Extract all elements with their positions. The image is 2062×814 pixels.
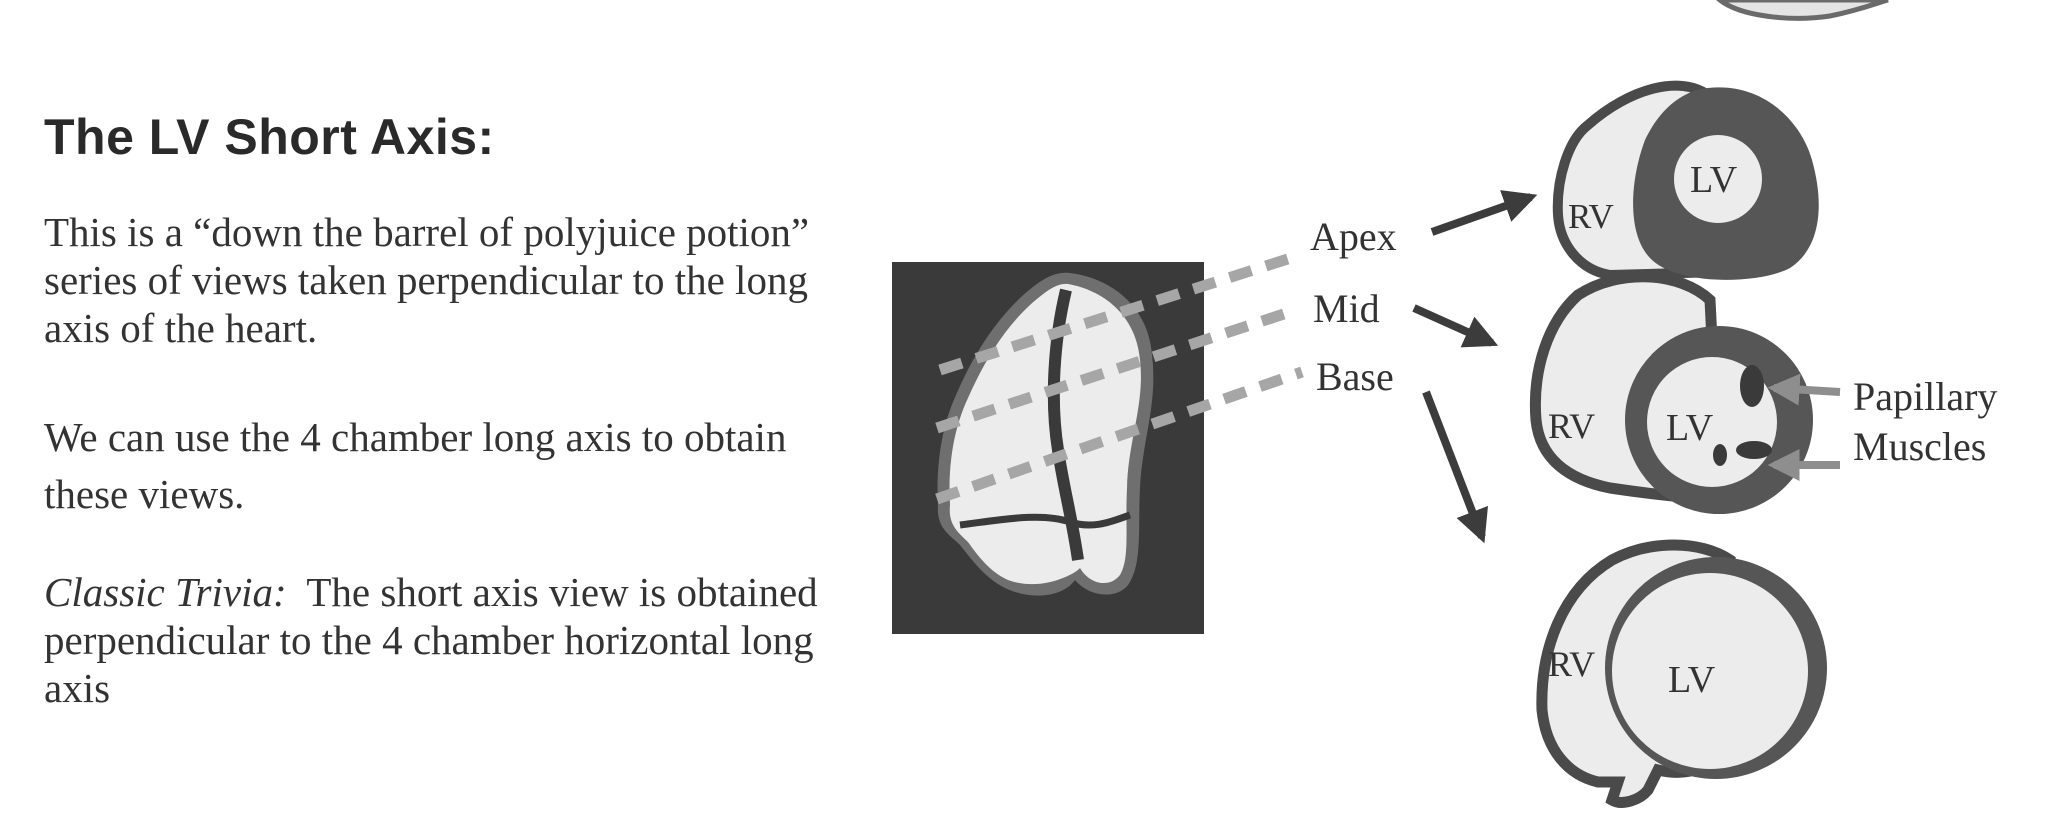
trivia-text: The short axis view is obtained perpendi…	[44, 569, 818, 711]
apex-lv-label: LV	[1690, 159, 1738, 201]
method-paragraph: We can use the 4 chamber long axis to ob…	[44, 414, 787, 517]
slice-line-apex	[938, 251, 1296, 376]
papillary-label-line2: Muscles	[1853, 424, 1986, 469]
level-arrows	[1412, 190, 1538, 544]
mid-rv-label: RV	[1548, 406, 1595, 446]
slice-line-mid	[935, 304, 1298, 434]
papillary-pointers	[1767, 373, 1841, 481]
trivia-label: Classic Trivia:	[44, 569, 287, 615]
apex-rv-label: RV	[1568, 197, 1614, 236]
pointer-papillary-1	[1767, 373, 1841, 406]
arrow-apex	[1430, 190, 1538, 236]
apex-slice: RV LV	[1552, 80, 1819, 281]
valve-plane	[959, 511, 1132, 529]
partial-shape-top	[1715, 0, 1889, 21]
mid-slice: RV LV	[1529, 271, 1813, 514]
base-lv-cavity	[1612, 573, 1808, 769]
label-mid: Mid	[1313, 286, 1380, 331]
arrow-base	[1422, 390, 1488, 544]
papillary-muscle-2	[1736, 441, 1772, 459]
slice-lines	[935, 251, 1304, 505]
trivia-paragraph: Classic Trivia: The short axis view is o…	[44, 568, 844, 712]
heart-chambers	[949, 283, 1141, 585]
papillary-label-line1: Papillary	[1853, 374, 1997, 419]
base-slice: RV LV	[1536, 539, 1827, 808]
base-lv-label: LV	[1668, 659, 1716, 701]
papillary-muscle-1	[1740, 365, 1764, 407]
mid-lv-label: LV	[1666, 407, 1714, 449]
intro-paragraph: This is a “down the barrel of polyjuice …	[44, 209, 810, 351]
apex-lv-cavity	[1674, 135, 1762, 223]
base-rv-label: RV	[1548, 644, 1595, 684]
label-apex: Apex	[1310, 214, 1397, 259]
page-heading: The LV Short Axis:	[44, 109, 495, 165]
slice-line-base	[935, 366, 1304, 505]
arrow-mid	[1412, 304, 1499, 348]
papillary-muscle-3	[1713, 444, 1727, 466]
label-base: Base	[1316, 354, 1394, 399]
four-chamber-image	[892, 262, 1204, 634]
